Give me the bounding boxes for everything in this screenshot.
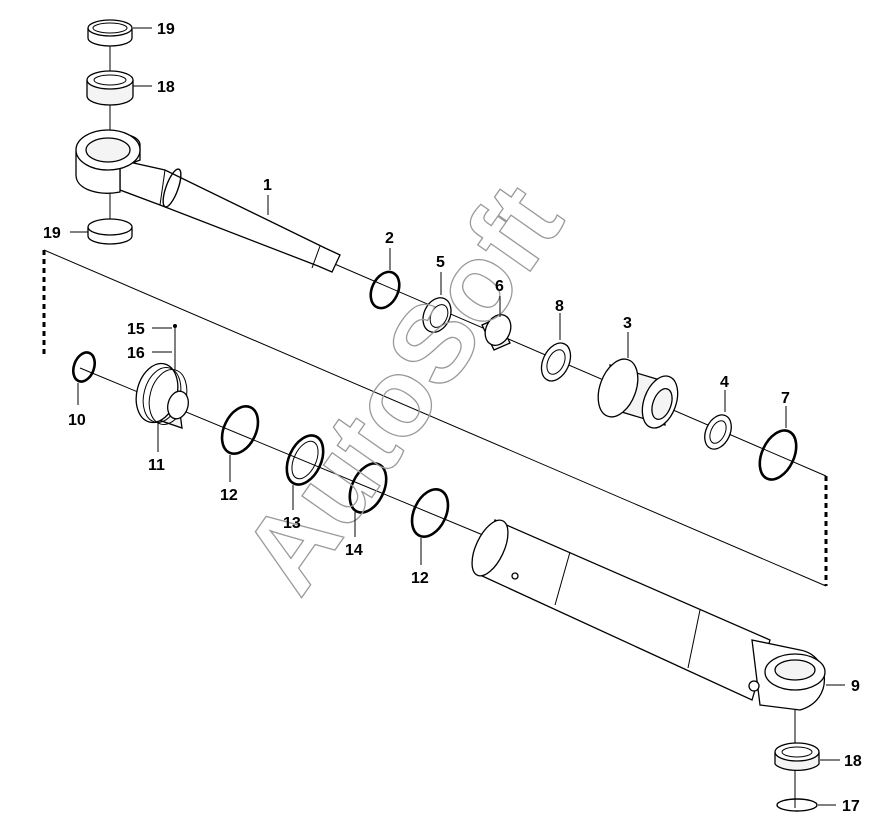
part-19-bushing-lower — [87, 218, 133, 245]
callout-13: 13 — [283, 515, 301, 532]
part-11-piston — [135, 324, 189, 429]
callout-5: 5 — [436, 254, 445, 271]
callout-labels: 19 18 19 1 2 5 6 8 3 4 7 15 16 10 11 12 … — [43, 21, 862, 815]
callout-10: 10 — [68, 412, 86, 429]
part-3-cylinder-head — [597, 358, 679, 429]
callout-leaders — [70, 27, 845, 806]
part-9-cylinder-barrel — [471, 519, 826, 711]
callout-7: 7 — [781, 390, 790, 407]
part-1-piston-rod — [75, 129, 341, 273]
part-5-ring — [422, 297, 452, 333]
part-17-circlip — [776, 798, 818, 812]
callout-4: 4 — [720, 374, 729, 391]
part-10-o-ring — [71, 351, 97, 383]
part-4-seal — [704, 414, 732, 450]
callout-9: 9 — [851, 678, 860, 695]
callout-8: 8 — [555, 298, 564, 315]
callout-3: 3 — [623, 315, 632, 332]
part-13-seal — [285, 434, 325, 486]
callout-18-top: 18 — [157, 79, 175, 96]
part-2-o-ring — [369, 270, 401, 310]
part-8-seal — [540, 342, 572, 382]
part-19-bushing-top — [87, 19, 133, 47]
callout-12-b: 12 — [411, 570, 429, 587]
callout-19-lower: 19 — [43, 225, 61, 242]
callout-6: 6 — [495, 278, 504, 295]
callout-19-top: 19 — [157, 21, 175, 38]
part-14-ring — [348, 462, 388, 514]
callout-16: 16 — [127, 345, 145, 362]
callout-2: 2 — [385, 230, 394, 247]
callout-11: 11 — [148, 457, 165, 474]
part-12-ring-a — [220, 405, 260, 455]
part-18-bearing-top — [86, 70, 134, 106]
part-18-bearing-bottom — [774, 742, 820, 771]
part-7-ring — [758, 429, 798, 481]
callout-12-a: 12 — [220, 487, 238, 504]
callout-15: 15 — [127, 321, 145, 338]
part-6-bushing — [481, 313, 512, 351]
part-12-ring-b — [410, 488, 450, 538]
callout-18-bottom: 18 — [844, 753, 862, 770]
callout-1: 1 — [263, 177, 272, 194]
callout-17: 17 — [842, 798, 860, 815]
callout-14: 14 — [345, 542, 363, 559]
